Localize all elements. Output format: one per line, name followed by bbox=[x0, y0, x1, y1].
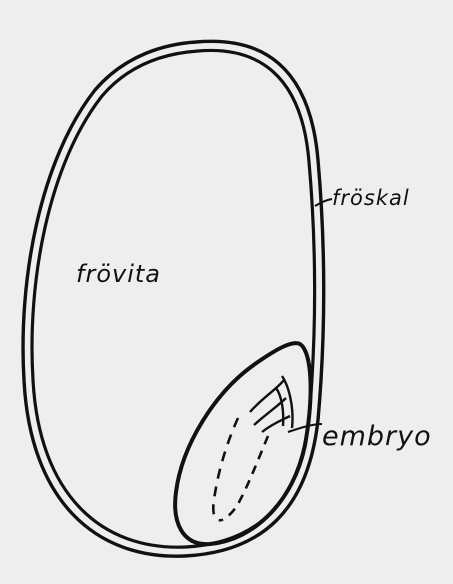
embryo-leaf-3 bbox=[262, 416, 290, 432]
endosperm-label: frövita bbox=[76, 260, 161, 288]
embryo-outline bbox=[175, 343, 310, 544]
seed-coat-label: fröskal bbox=[332, 186, 410, 210]
seed-coat-leader bbox=[315, 199, 332, 206]
seed-coat-outer bbox=[23, 41, 324, 556]
seed-coat-inner bbox=[32, 50, 315, 547]
embryo-axis-right bbox=[222, 436, 268, 520]
embryo-label: embryo bbox=[322, 421, 432, 452]
embryo-axis-left bbox=[213, 418, 238, 520]
